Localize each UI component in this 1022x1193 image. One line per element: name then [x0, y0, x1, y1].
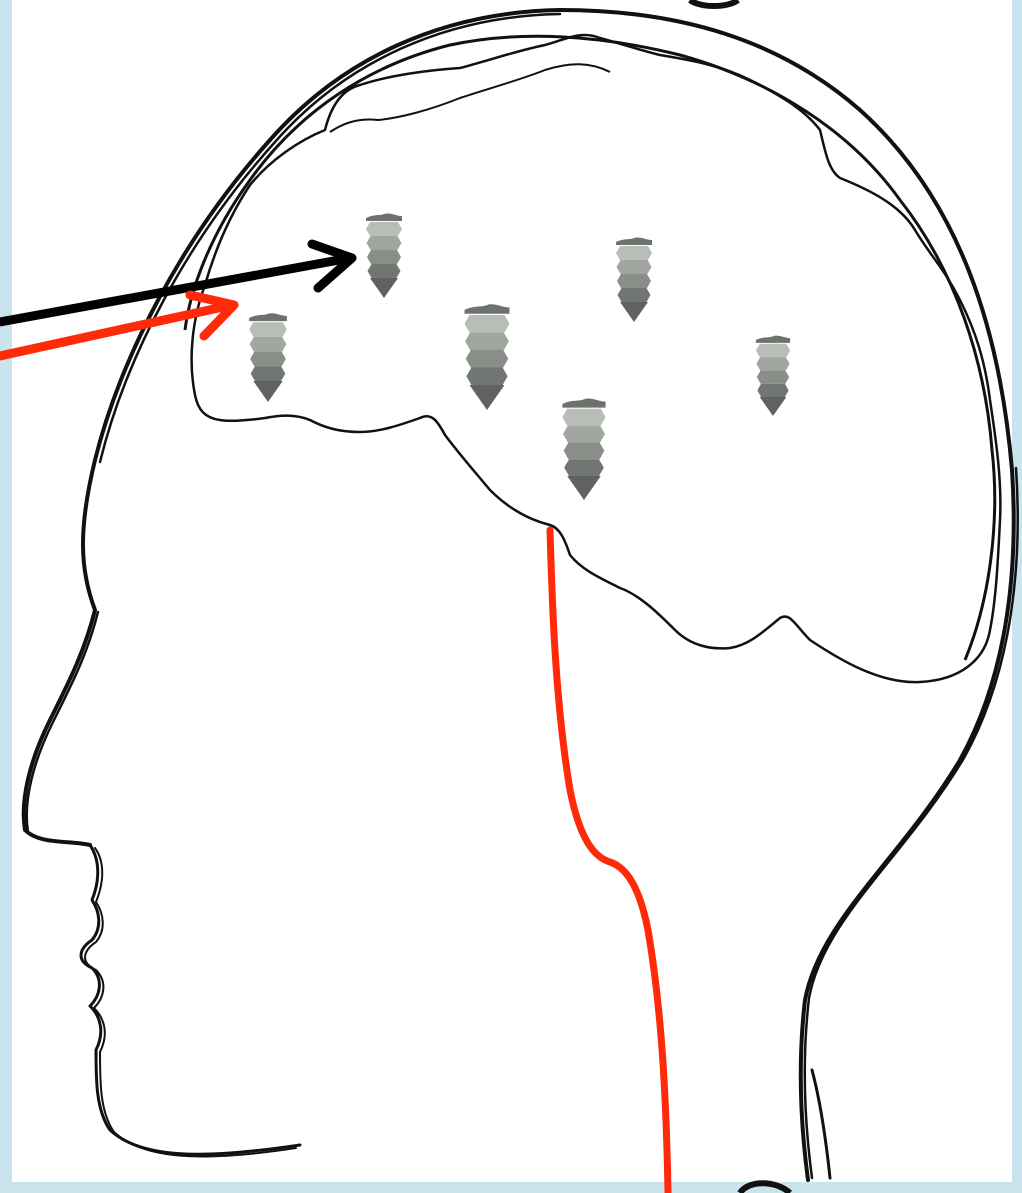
bottom-edge-mark	[740, 1183, 790, 1193]
drawing-panel	[12, 0, 1012, 1182]
